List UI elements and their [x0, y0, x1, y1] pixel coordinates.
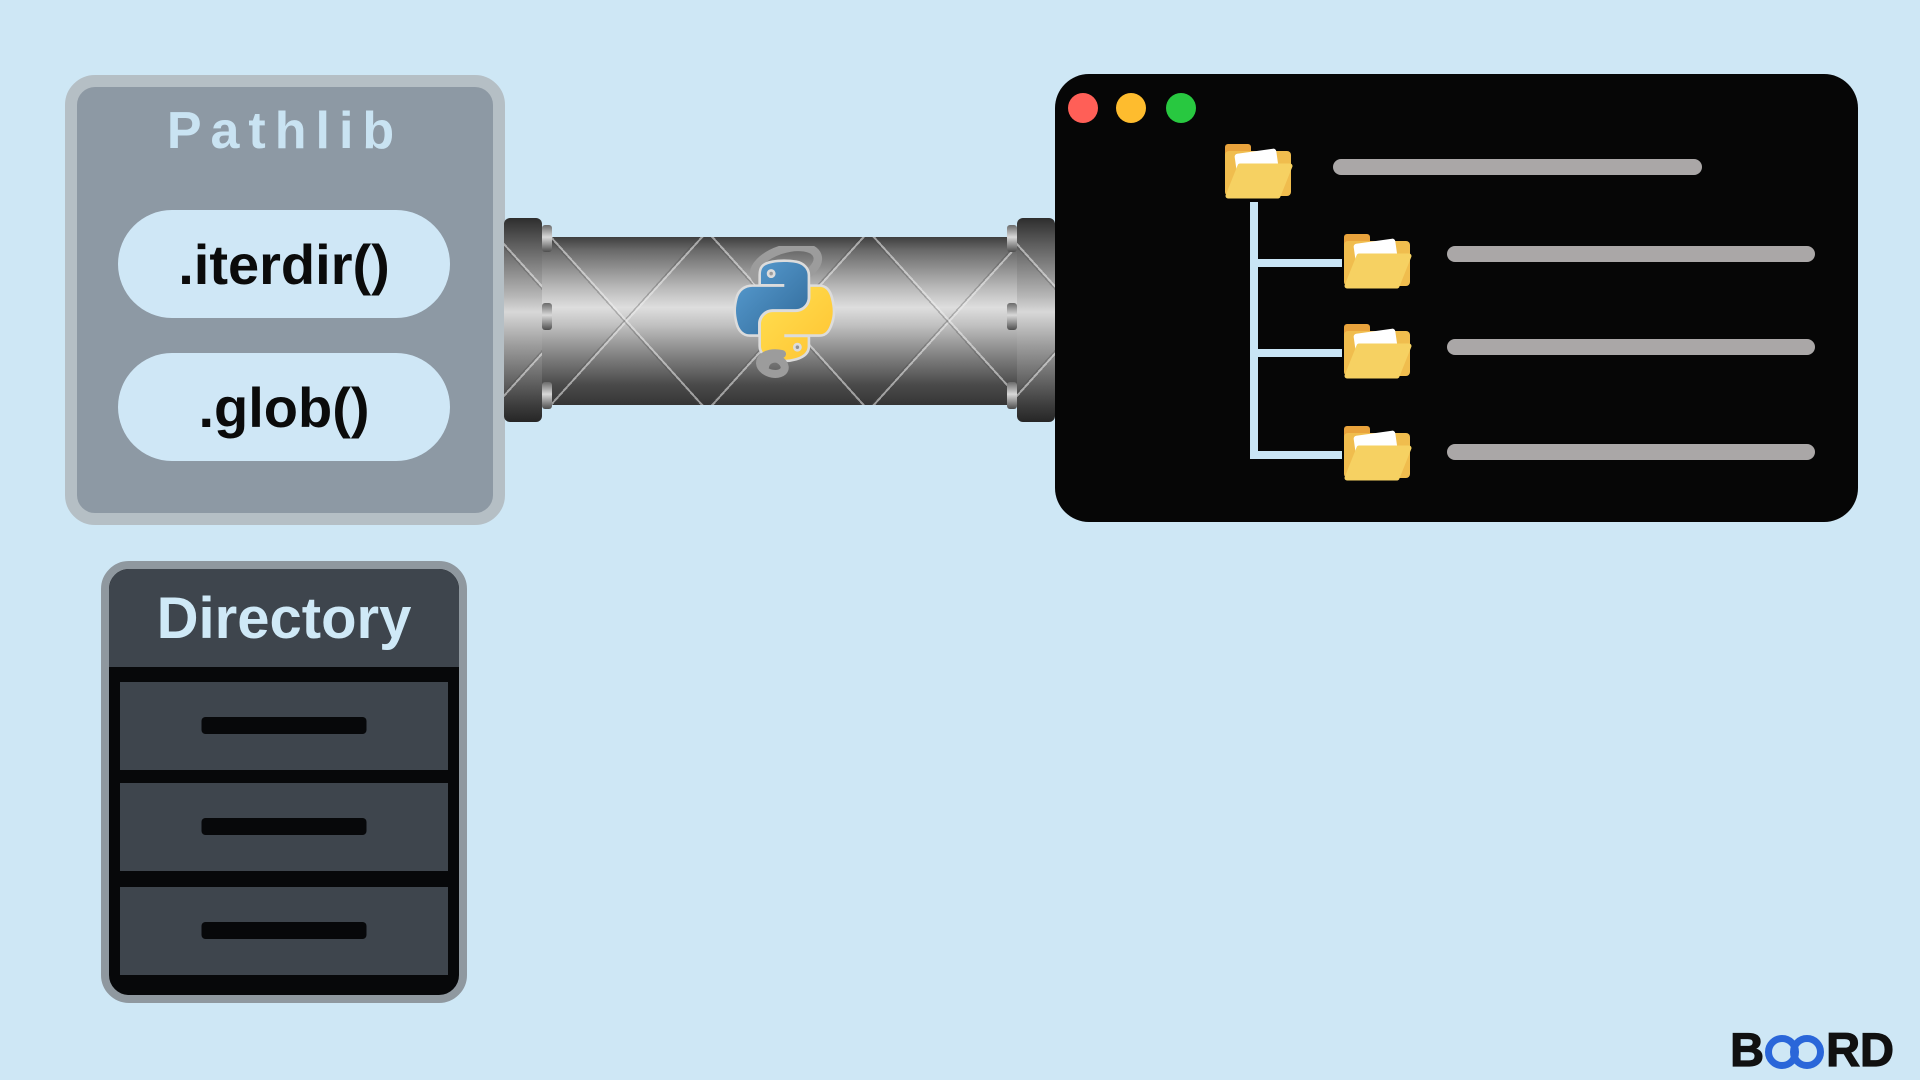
brand-suffix: RD — [1826, 1022, 1895, 1076]
pipe-bolt — [1007, 225, 1017, 252]
pipe-flange-right — [1017, 218, 1055, 422]
close-button[interactable] — [1068, 93, 1098, 123]
directory-cabinet: Directory — [101, 561, 467, 1003]
pipe-flange-left — [504, 218, 542, 422]
drawer-handle — [201, 922, 367, 939]
drawer — [120, 783, 448, 871]
pipe-bolt — [542, 225, 552, 252]
rope-tail — [756, 349, 789, 378]
terminal-window — [1055, 74, 1858, 522]
folder-icon-child — [1344, 426, 1412, 481]
placeholder-line — [1447, 246, 1815, 262]
folder-icon-child — [1344, 324, 1412, 379]
method-pill-glob: .glob() — [118, 353, 450, 461]
tree-connector-branch — [1250, 349, 1342, 357]
minimize-button[interactable] — [1116, 93, 1146, 123]
folder-icon-root — [1225, 144, 1293, 199]
method-pill-iterdir: .iterdir() — [118, 210, 450, 318]
drawer-handle — [201, 717, 367, 734]
pipe-bolt — [1007, 382, 1017, 409]
tree-connector-branch — [1250, 451, 1342, 459]
tree-connector-vertical — [1250, 202, 1258, 459]
pathlib-card-title: Pathlib — [166, 102, 404, 160]
pipe-bolt — [542, 382, 552, 409]
brand-prefix: B — [1730, 1022, 1765, 1076]
directory-title: Directory — [109, 569, 459, 667]
infinity-icon — [1765, 1034, 1825, 1069]
pipe-bolt — [1007, 303, 1017, 330]
drawer — [120, 887, 448, 975]
python-logo — [726, 242, 842, 388]
drawer — [120, 682, 448, 770]
zoom-button[interactable] — [1166, 93, 1196, 123]
brand-logo: B RD — [1730, 1022, 1895, 1077]
tree-connector-branch — [1250, 259, 1342, 267]
folder-icon-child — [1344, 234, 1412, 289]
placeholder-line — [1333, 159, 1702, 175]
drawer-handle — [201, 818, 367, 835]
pipe-bolt — [542, 303, 552, 330]
pathlib-card: Pathlib .iterdir() .glob() — [65, 75, 505, 525]
placeholder-line — [1447, 444, 1815, 460]
placeholder-line — [1447, 339, 1815, 355]
